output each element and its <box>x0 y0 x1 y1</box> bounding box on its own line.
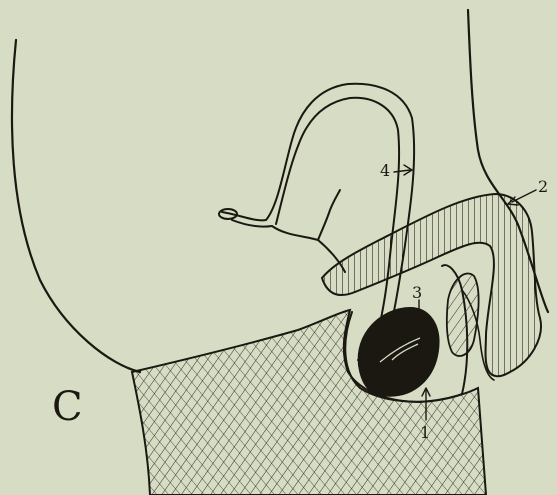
leader-2 <box>512 190 536 202</box>
label-3: 3 <box>412 283 422 302</box>
label-4: 4 <box>380 161 390 180</box>
duct-branch <box>318 190 340 240</box>
label-2: 2 <box>538 177 548 196</box>
duct-4-inner <box>232 220 345 272</box>
body-outline-left <box>12 40 140 372</box>
duct-4-inner2 <box>276 98 399 350</box>
panel-letter: C <box>52 384 83 430</box>
organ-3 <box>358 308 438 396</box>
label-1: 1 <box>420 423 430 442</box>
leader-4 <box>394 170 410 172</box>
